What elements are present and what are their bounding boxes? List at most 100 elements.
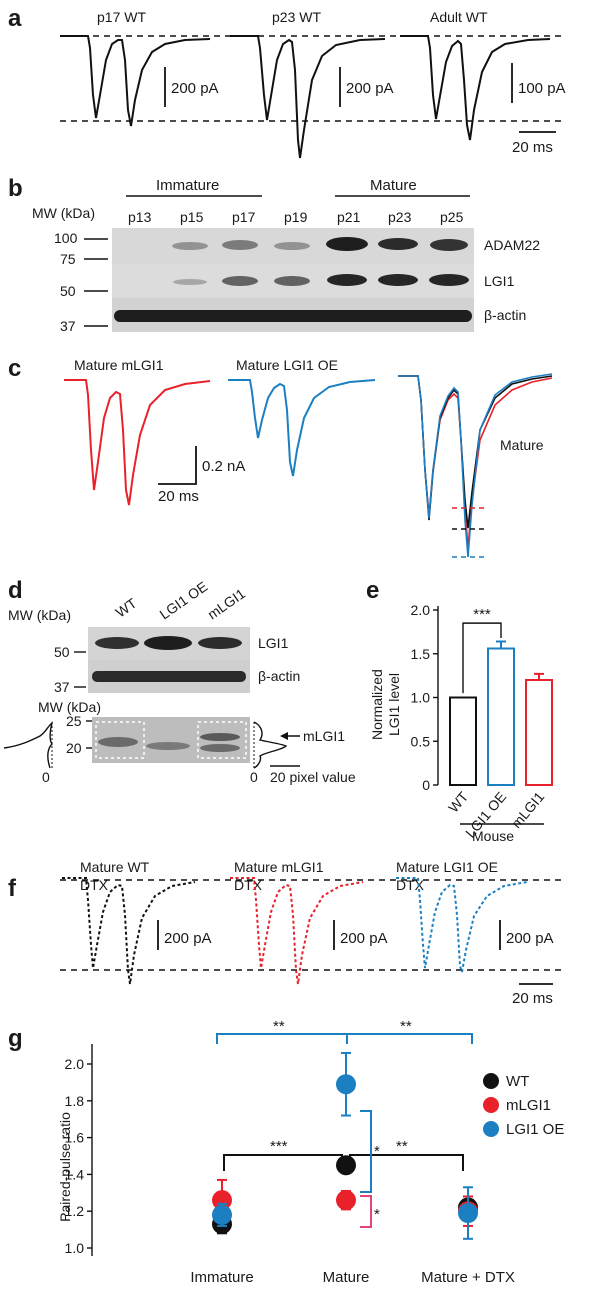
panel-b: b Immature Mature MW (kDa) p13 p15 p17 p… xyxy=(8,175,540,334)
panel-d-pixel-scale: 20 pixel value xyxy=(270,769,356,785)
panel-c-overlay-label: Mature xyxy=(500,437,544,453)
panel-f-title-wt: Mature WT xyxy=(80,859,150,875)
panel-a-letter: a xyxy=(8,5,22,32)
panel-b-band xyxy=(430,239,468,251)
panel-g-bracket-wt-immature-mature xyxy=(223,1154,343,1171)
panel-g-bracket-mature-wt-mlgi1 xyxy=(360,1195,372,1228)
panel-d-band xyxy=(92,671,246,682)
panel-g-point-mlgi1 xyxy=(336,1190,356,1211)
panel-g-legend-label: WT xyxy=(506,1073,529,1090)
panel-d-band xyxy=(200,744,240,752)
panel-a: a p17 WT p23 WT Adult WT 200 pA 200 pA 1… xyxy=(8,5,566,159)
panel-d: d MW (kDa) WT LGI1 OE mLGI1 50 37 LGI1 β… xyxy=(3,577,356,785)
panel-c-scale-current: 0.2 nA xyxy=(202,458,245,475)
panel-f-letter: f xyxy=(8,875,17,902)
panel-g-legend-label: mLGI1 xyxy=(506,1097,551,1114)
panel-g-category-label: Mature + DTX xyxy=(421,1269,515,1286)
panel-a-trace-3-label: Adult WT xyxy=(430,9,488,25)
panel-g-ytick-label: 2.0 xyxy=(65,1056,85,1072)
panel-g-bracket-label-6: * xyxy=(374,1206,380,1223)
panel-e-ytick-label: 0.5 xyxy=(411,733,431,749)
panel-a-trace-p17 xyxy=(60,35,211,127)
panel-g-bracket-label-1: ** xyxy=(273,1018,285,1035)
panel-a-time-scale: 20 ms xyxy=(512,139,553,156)
panel-d-zero-left: 0 xyxy=(42,769,50,785)
panel-g-bracket-oe-immature-mature xyxy=(216,1033,348,1044)
panel-g-point-mlgi1 xyxy=(212,1190,232,1211)
panel-e: e Normalized LGI1 level 00.51.01.52.0WTL… xyxy=(366,577,553,844)
panel-b-lane-p25: p25 xyxy=(440,209,464,225)
panel-g-point-wt xyxy=(336,1155,356,1176)
panel-g: g Paired-pulse ratio ** ** *** ** * * 1.… xyxy=(8,1018,564,1286)
panel-f-trace-mlgi1 xyxy=(230,877,364,985)
panel-c-title-oe: Mature LGI1 OE xyxy=(236,357,338,373)
panel-d-zero-right: 0 xyxy=(250,769,258,785)
panel-b-band-actin: β-actin xyxy=(484,307,526,323)
panel-b-lane-p13: p13 xyxy=(128,209,152,225)
panel-f-time-scale: 20 ms xyxy=(512,990,553,1007)
panel-f: f Mature WT DTX Mature mLGI1 DTX Mature … xyxy=(8,859,565,1007)
panel-g-bracket-label-3: *** xyxy=(270,1138,288,1155)
panel-e-category-label: mLGI1 xyxy=(508,788,547,831)
panel-b-group-immature: Immature xyxy=(156,177,219,194)
panel-e-significance-bracket xyxy=(462,622,502,694)
panel-d-profile-right xyxy=(253,721,288,769)
panel-b-band xyxy=(222,276,258,286)
panel-d-lane-wt: WT xyxy=(113,595,140,621)
panel-g-letter: g xyxy=(8,1025,23,1052)
panel-c-title-mlgi1: Mature mLGI1 xyxy=(74,357,164,373)
panel-g-ytick-label: 1.6 xyxy=(65,1130,85,1146)
panel-d-band-lgi1: LGI1 xyxy=(258,635,289,651)
panel-d-mw-label: MW (kDa) xyxy=(8,607,71,623)
panel-a-scale-3: 100 pA xyxy=(518,80,566,97)
panel-d-roi-wt xyxy=(95,721,145,759)
panel-d-mw-50: 50 xyxy=(54,644,70,660)
panel-g-legend-marker xyxy=(483,1073,499,1089)
panel-g-ytick-label: 1.4 xyxy=(65,1166,85,1182)
panel-e-ytick-label: 2.0 xyxy=(411,602,431,618)
panel-a-scale-2: 200 pA xyxy=(346,80,394,97)
panel-e-group-label: Mouse xyxy=(472,828,514,844)
panel-d-arrow-head xyxy=(280,732,288,740)
panel-f-trace-oe xyxy=(396,877,528,973)
panel-d-letter: d xyxy=(8,577,23,604)
panel-b-band xyxy=(378,238,418,250)
panel-b-letter: b xyxy=(8,175,23,202)
panel-b-band xyxy=(326,237,368,251)
panel-g-ytick-label: 1.8 xyxy=(65,1093,85,1109)
panel-e-bar-lgi1-oe xyxy=(487,647,515,786)
panel-g-bracket-oe-mature-dtx xyxy=(346,1033,473,1044)
panel-b-lane-p17: p17 xyxy=(232,209,256,225)
panel-g-bracket-label-2: ** xyxy=(400,1018,412,1035)
panel-d-band xyxy=(98,737,138,747)
panel-b-band xyxy=(114,310,472,322)
panel-d-roi-mlgi1 xyxy=(197,721,247,759)
panel-e-ylabel-line-1: Normalized xyxy=(369,669,385,740)
panel-g-ylabel: Paired-pulse ratio xyxy=(57,1112,73,1222)
panel-g-bracket-wt-mature-dtx xyxy=(349,1154,464,1171)
panel-d-band xyxy=(146,742,190,750)
panel-b-band xyxy=(378,274,418,286)
panel-b-mw-50: 50 xyxy=(60,283,76,299)
panel-d-lane-oe: LGI1 OE xyxy=(157,578,211,622)
panel-f-scale-2: 200 pA xyxy=(340,930,388,947)
panel-g-legend-label: LGI1 OE xyxy=(506,1121,564,1138)
panel-b-lane-p15: p15 xyxy=(180,209,204,225)
panel-e-significance: *** xyxy=(473,606,491,623)
panel-d-mw-20: 20 xyxy=(66,740,82,756)
panel-g-bracket-label-5: * xyxy=(374,1143,380,1160)
panel-e-ylabel-line-2: LGI1 level xyxy=(386,673,402,736)
panel-f-trace-wt xyxy=(62,877,196,985)
panel-b-band xyxy=(172,242,208,250)
panel-g-ytick-label: 1.0 xyxy=(65,1240,85,1256)
panel-b-lane-p21: p21 xyxy=(337,209,361,225)
panel-d-lane-mlgi1: mLGI1 xyxy=(205,585,249,622)
panel-a-trace-adult xyxy=(400,35,551,141)
panel-d-mw-label-bottom: MW (kDa) xyxy=(38,699,101,715)
panel-g-bracket-mature-oe-wt xyxy=(360,1110,372,1193)
panel-c-overlay-oe xyxy=(398,373,553,558)
panel-f-scale-1: 200 pA xyxy=(164,930,212,947)
panel-d-mw-25: 25 xyxy=(66,713,82,729)
panel-b-mw-100: 100 xyxy=(54,230,78,246)
panel-c-scale-time: 20 ms xyxy=(158,488,199,505)
